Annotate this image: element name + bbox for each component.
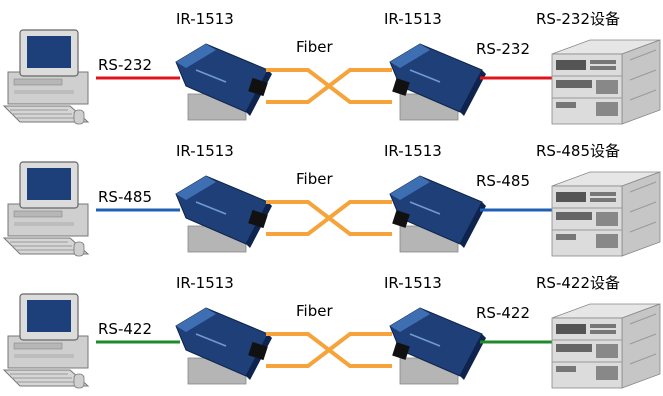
right-converter-label: IR-1513	[384, 10, 442, 28]
right-converter-icon	[389, 175, 486, 253]
device-name-label: RS-422设备	[536, 274, 620, 292]
computer-icon	[2, 29, 90, 125]
connection-row: RS-232 IR-1513 Fiber IR-1513 RS-232 RS-2…	[0, 0, 663, 132]
host-interface-label: RS-485	[98, 188, 152, 206]
computer-icon	[2, 293, 90, 389]
right-converter-icon	[389, 307, 486, 385]
right-converter-label: IR-1513	[384, 274, 442, 292]
device-interface-label: RS-232	[476, 40, 530, 58]
serial-device-icon	[551, 39, 661, 125]
device-interface-label: RS-422	[476, 304, 530, 322]
fiber-label: Fiber	[296, 302, 333, 320]
connection-row: RS-485 IR-1513 Fiber IR-1513 RS-485 RS-4…	[0, 132, 663, 264]
row-drawing	[2, 293, 661, 389]
device-name-label: RS-485设备	[536, 142, 620, 160]
fiber-cable	[266, 200, 392, 236]
left-converter-label: IR-1513	[176, 10, 234, 28]
left-converter-icon	[175, 43, 272, 121]
fiber-cable	[266, 68, 392, 104]
right-converter-icon	[389, 43, 486, 121]
row-drawing	[2, 29, 661, 125]
fiber-label: Fiber	[296, 38, 333, 56]
row-drawing	[2, 161, 661, 257]
left-converter-label: IR-1513	[176, 274, 234, 292]
host-interface-label: RS-422	[98, 320, 152, 338]
serial-device-icon	[551, 303, 661, 389]
connection-row: RS-422 IR-1513 Fiber IR-1513 RS-422 RS-4…	[0, 264, 663, 396]
fiber-cable	[266, 332, 392, 368]
left-converter-label: IR-1513	[176, 142, 234, 160]
fiber-label: Fiber	[296, 170, 333, 188]
host-interface-label: RS-232	[98, 56, 152, 74]
device-interface-label: RS-485	[476, 172, 530, 190]
computer-icon	[2, 161, 90, 257]
serial-device-icon	[551, 171, 661, 257]
device-name-label: RS-232设备	[536, 10, 620, 28]
left-converter-icon	[175, 175, 272, 253]
left-converter-icon	[175, 307, 272, 385]
right-converter-label: IR-1513	[384, 142, 442, 160]
